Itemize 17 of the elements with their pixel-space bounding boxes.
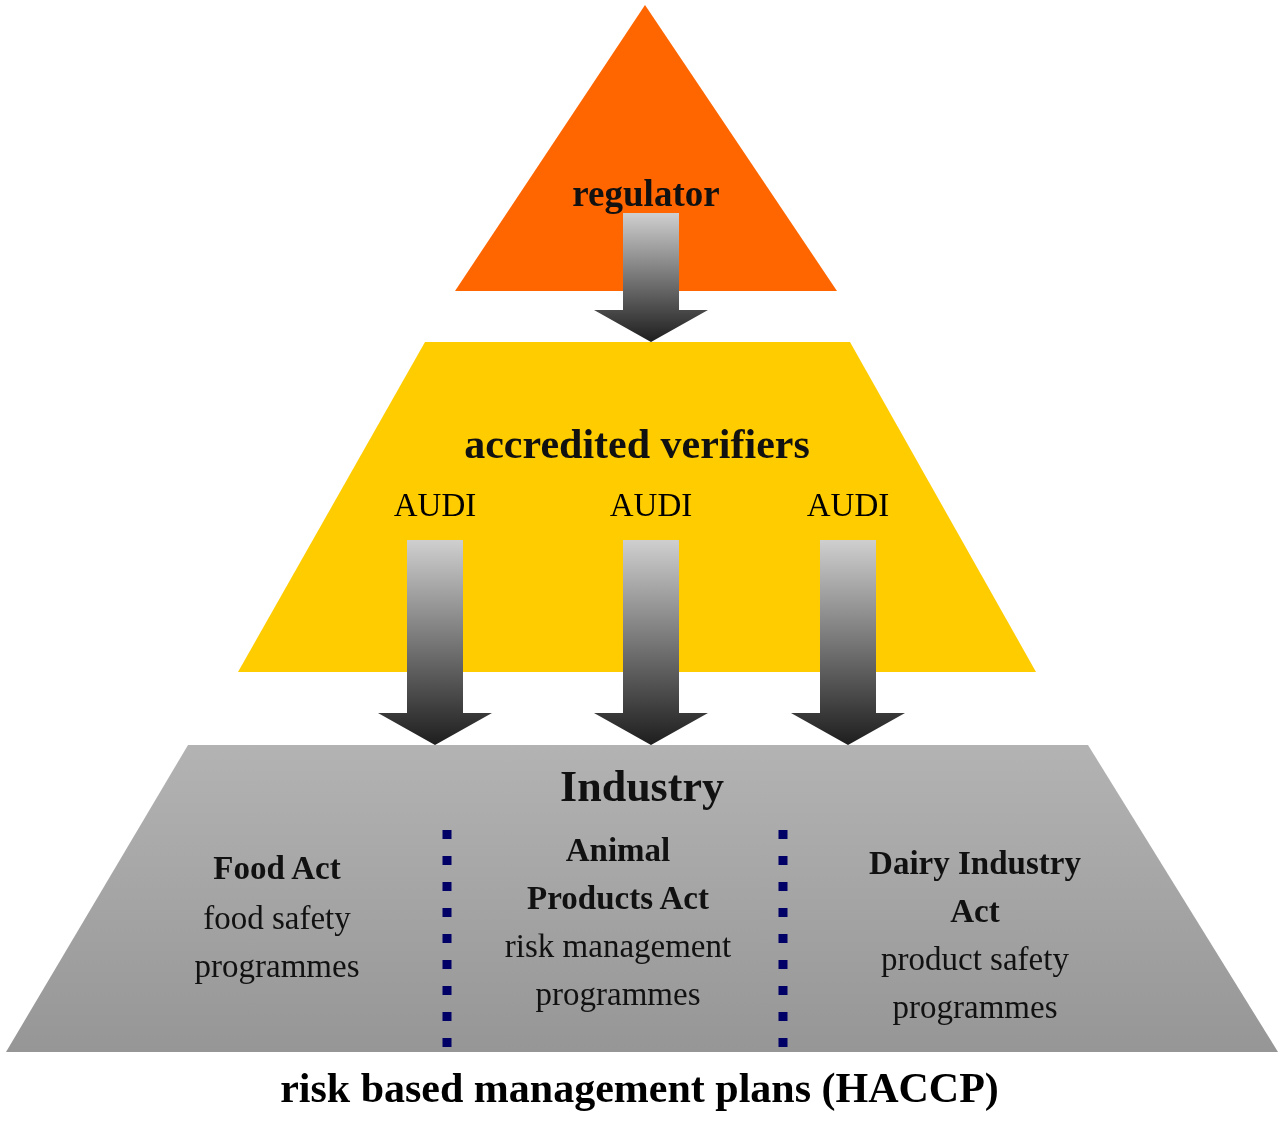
block-arrow — [378, 540, 492, 745]
block-arrow — [594, 540, 708, 745]
tier-shape — [6, 745, 1278, 1052]
edge-label: AUDI — [608, 487, 694, 524]
tier-heading: Industry — [559, 761, 725, 813]
edge-label: AUDI — [805, 487, 891, 524]
edge-label: AUDI — [392, 487, 478, 524]
tier-heading: Food Act — [212, 849, 342, 888]
tier-heading: accredited verifiers — [463, 420, 811, 469]
caption: risk based management plans (HACCP) — [279, 1064, 1000, 1112]
tier-description: risk management programmes — [503, 927, 733, 1014]
tier-shape — [455, 5, 837, 291]
tier-description: food safety programmes — [193, 899, 361, 986]
tier-description: product safety programmes — [880, 940, 1070, 1027]
block-arrow — [791, 540, 905, 745]
block-arrow — [594, 213, 708, 342]
tier-heading: regulator — [571, 172, 721, 216]
